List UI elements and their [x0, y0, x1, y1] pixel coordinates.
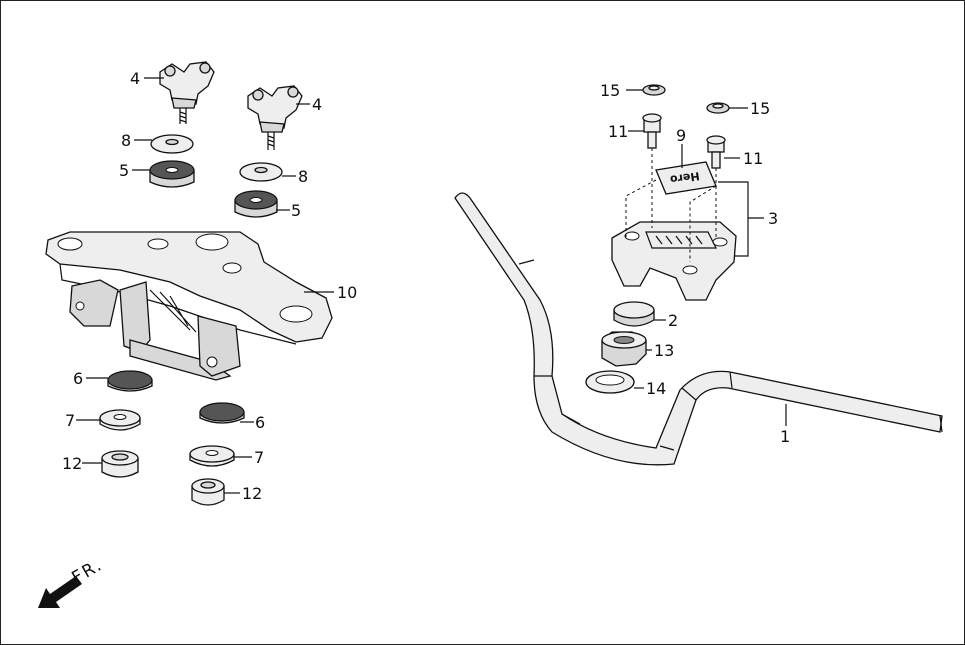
callout-11-right: 11 — [743, 149, 763, 168]
part-1-handlebar — [454, 192, 943, 466]
part-12-nut-left — [101, 450, 139, 478]
part-8-washer-right — [239, 162, 283, 182]
callout-10: 10 — [337, 283, 357, 302]
callout-11-left: 11 — [608, 122, 628, 141]
callout-12-left: 12 — [62, 454, 82, 473]
callout-14: 14 — [646, 379, 666, 398]
callout-5-right: 5 — [291, 201, 301, 220]
part-11-bolt-right — [706, 135, 726, 169]
part-15-cap-right — [706, 102, 730, 114]
part-9-logo-plate: Hero — [655, 161, 717, 195]
part-7-washer-left — [99, 409, 141, 431]
part-6-bushing-right — [199, 402, 245, 424]
part-5-bushing-left — [149, 160, 195, 188]
callout-7-left: 7 — [65, 411, 75, 430]
callout-8-left: 8 — [121, 131, 131, 150]
part-5-bushing-right — [234, 190, 278, 218]
part-12-nut-right — [191, 478, 225, 506]
callout-4-right: 4 — [312, 95, 322, 114]
callout-7-right: 7 — [254, 448, 264, 467]
leader-lines — [76, 77, 787, 494]
callout-12-right: 12 — [242, 484, 262, 503]
callout-2: 2 — [668, 311, 678, 330]
part-10-bracket — [45, 231, 333, 381]
callout-13: 13 — [654, 341, 674, 360]
part-7-washer-right — [189, 445, 235, 467]
part-3-upper-holder — [611, 221, 737, 301]
callout-9: 9 — [676, 126, 686, 145]
part-6-bushing-left — [107, 370, 153, 392]
callout-15-left: 15 — [600, 81, 620, 100]
part-4-wing-bolt-right — [247, 85, 303, 150]
part-11-bolt-left — [642, 113, 662, 149]
part-8-washer-left — [150, 134, 194, 154]
callout-15-right: 15 — [750, 99, 770, 118]
logo-text: Hero — [669, 169, 701, 186]
assembly-guides — [625, 148, 717, 262]
part-15-cap-left — [642, 84, 666, 96]
callout-3: 3 — [768, 209, 778, 228]
part-4-wing-bolt-left — [159, 61, 215, 124]
part-14-washer — [585, 370, 635, 394]
callout-6-left: 6 — [73, 369, 83, 388]
callout-6-right: 6 — [255, 413, 265, 432]
front-direction-arrow-icon — [38, 576, 82, 608]
callout-8-right: 8 — [298, 167, 308, 186]
part-2-cap — [613, 301, 655, 327]
callout-1: 1 — [780, 427, 790, 446]
part-13-nut — [601, 331, 647, 367]
callout-5-left: 5 — [119, 161, 129, 180]
callout-4-left: 4 — [130, 69, 140, 88]
